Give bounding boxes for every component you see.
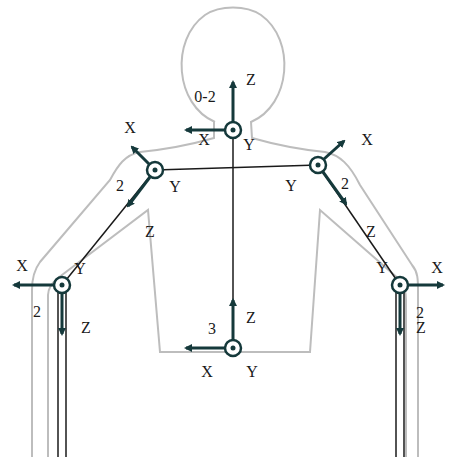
axis-label: X: [201, 364, 213, 380]
axis-label: X: [361, 132, 373, 148]
axis-label: Z: [416, 320, 426, 336]
axis-label: Z: [81, 320, 91, 336]
axis-label: X: [431, 260, 443, 276]
frame-origins: [54, 122, 408, 356]
axis-label: Z: [145, 224, 155, 240]
axis-label: Y: [243, 137, 255, 153]
axis-label: Z: [246, 72, 256, 88]
axis-arrows: [14, 82, 443, 348]
frame-number: 2: [416, 305, 424, 321]
frame-number: 2: [116, 178, 124, 194]
axis-label: Z: [246, 310, 256, 326]
axis-label: Z: [366, 224, 376, 240]
axis-label: X: [198, 132, 210, 148]
body-outline: [32, 8, 418, 457]
skeleton-lines: [58, 130, 404, 457]
frame-number: 0-2: [194, 89, 215, 105]
axis-label: X: [16, 258, 28, 274]
axis-label: Y: [376, 260, 388, 276]
frame-number: 2: [341, 176, 349, 192]
frame-number: 2: [33, 304, 41, 320]
axis-label: Y: [169, 179, 181, 195]
axis-label: Y: [246, 364, 258, 380]
frame-number: 3: [208, 321, 216, 337]
axis-label: Y: [74, 261, 86, 277]
axis-label: X: [124, 120, 136, 136]
axis-label: Y: [285, 178, 297, 194]
